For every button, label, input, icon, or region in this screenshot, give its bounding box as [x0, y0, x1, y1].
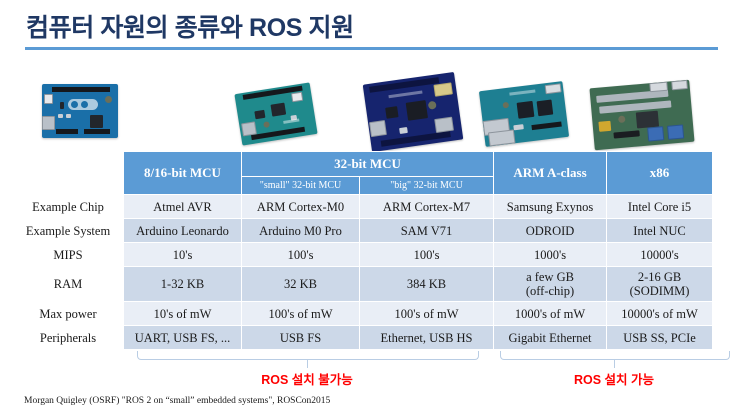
page-title: 컴퓨터 자원의 종류와 ROS 지원: [26, 14, 354, 42]
row-label-example-chip: Example Chip: [12, 194, 124, 219]
intel-nuc-board: [589, 79, 695, 151]
cell-ram-x86: 2-16 GB (SODIMM): [606, 266, 714, 302]
header-8-16-bit-mcu: 8/16-bit MCU: [123, 151, 242, 195]
annotation-ros-not-installable: ROS 설치 불가능: [261, 373, 353, 387]
table-row: MIPS 10's 100's 100's 1000's 10000's: [12, 242, 714, 267]
table-row: RAM 1-32 KB 32 KB 384 KB a few GB (off-c…: [12, 266, 714, 302]
cell-ram-small32: 32 KB: [241, 266, 360, 302]
cell-peripherals-big32: Ethernet, USB HS: [358, 325, 495, 350]
table-row: Max power 10's of mW 100's of mW 100's o…: [12, 301, 714, 326]
cell-max-power-8-16bit: 10's of mW: [123, 301, 242, 326]
odroid-board: [478, 81, 570, 147]
cell-example-chip-x86: Intel Core i5: [606, 194, 714, 219]
bracket-stem-ros-not-installable: [307, 359, 309, 368]
cell-max-power-x86: 10000's of mW: [606, 301, 714, 326]
header-big-32-bit-mcu: "big" 32-bit MCU: [358, 176, 495, 195]
row-label-max-power: Max power: [12, 301, 124, 326]
cell-example-system-x86: Intel NUC: [606, 218, 714, 243]
table-row: Example System Arduino Leonardo Arduino …: [12, 218, 714, 243]
row-label-ram: RAM: [12, 266, 124, 302]
cell-example-system-8-16bit: Arduino Leonardo: [123, 218, 242, 243]
header-32-bit-mcu-group: 32-bit MCU: [240, 151, 495, 177]
table-row: Peripherals UART, USB FS, ... USB FS Eth…: [12, 325, 714, 350]
cell-mips-8-16bit: 10's: [123, 242, 242, 267]
cell-max-power-arm-a: 1000's of mW: [493, 301, 608, 326]
header-x86: x86: [606, 151, 714, 195]
cell-max-power-big32: 100's of mW: [358, 301, 495, 326]
bracket-stem-ros-installable: [614, 359, 616, 368]
table-row: Example Chip Atmel AVR ARM Cortex-M0 ARM…: [12, 194, 714, 219]
arduino-leonardo-board: [42, 84, 118, 138]
cell-mips-x86: 10000's: [606, 242, 714, 267]
cell-ram-arm-a: a few GB (off-chip): [493, 266, 608, 302]
cell-example-chip-small32: ARM Cortex-M0: [241, 194, 360, 219]
title-underline-rule: [25, 47, 718, 50]
source-citation: Morgan Quigley (OSRF) "ROS 2 on “small” …: [24, 396, 331, 406]
cell-max-power-small32: 100's of mW: [241, 301, 360, 326]
cell-mips-arm-a: 1000's: [493, 242, 608, 267]
cell-peripherals-small32: USB FS: [241, 325, 360, 350]
row-label-mips: MIPS: [12, 242, 124, 267]
table-header-row-sub: "small" 32-bit MCU "big" 32-bit MCU: [13, 176, 713, 195]
header-corner-blank: [12, 151, 124, 195]
cell-peripherals-x86: USB SS, PCIe: [606, 325, 714, 350]
cell-mips-big32: 100's: [358, 242, 495, 267]
row-label-example-system: Example System: [12, 218, 124, 243]
table-header-row-top: 8/16-bit MCU 32-bit MCU ARM A-class x86: [12, 151, 714, 195]
cell-example-chip-big32: ARM Cortex-M7: [358, 194, 495, 219]
board-image-strip: [12, 58, 712, 153]
cell-mips-small32: 100's: [241, 242, 360, 267]
cell-peripherals-8-16bit: UART, USB FS, ...: [123, 325, 242, 350]
annotation-ros-installable: ROS 설치 가능: [573, 373, 655, 387]
cell-example-chip-8-16bit: Atmel AVR: [123, 194, 242, 219]
header-small-32-bit-mcu: "small" 32-bit MCU: [241, 176, 360, 195]
header-arm-a-class: ARM A-class: [493, 151, 608, 195]
cell-example-system-big32: SAM V71: [358, 218, 495, 243]
cell-ram-big32: 384 KB: [358, 266, 495, 302]
arduino-m0-pro-board: [234, 82, 318, 146]
cell-ram-8-16bit: 1-32 KB: [123, 266, 242, 302]
row-label-peripherals: Peripherals: [12, 325, 124, 350]
cell-example-system-arm-a: ODROID: [493, 218, 608, 243]
cell-example-chip-arm-a: Samsung Exynos: [493, 194, 608, 219]
sam-v71-board: [362, 71, 464, 153]
resource-comparison-table: 8/16-bit MCU 32-bit MCU ARM A-class x86 …: [12, 151, 714, 350]
cell-peripherals-arm-a: Gigabit Ethernet: [493, 325, 608, 350]
cell-example-system-small32: Arduino M0 Pro: [241, 218, 360, 243]
